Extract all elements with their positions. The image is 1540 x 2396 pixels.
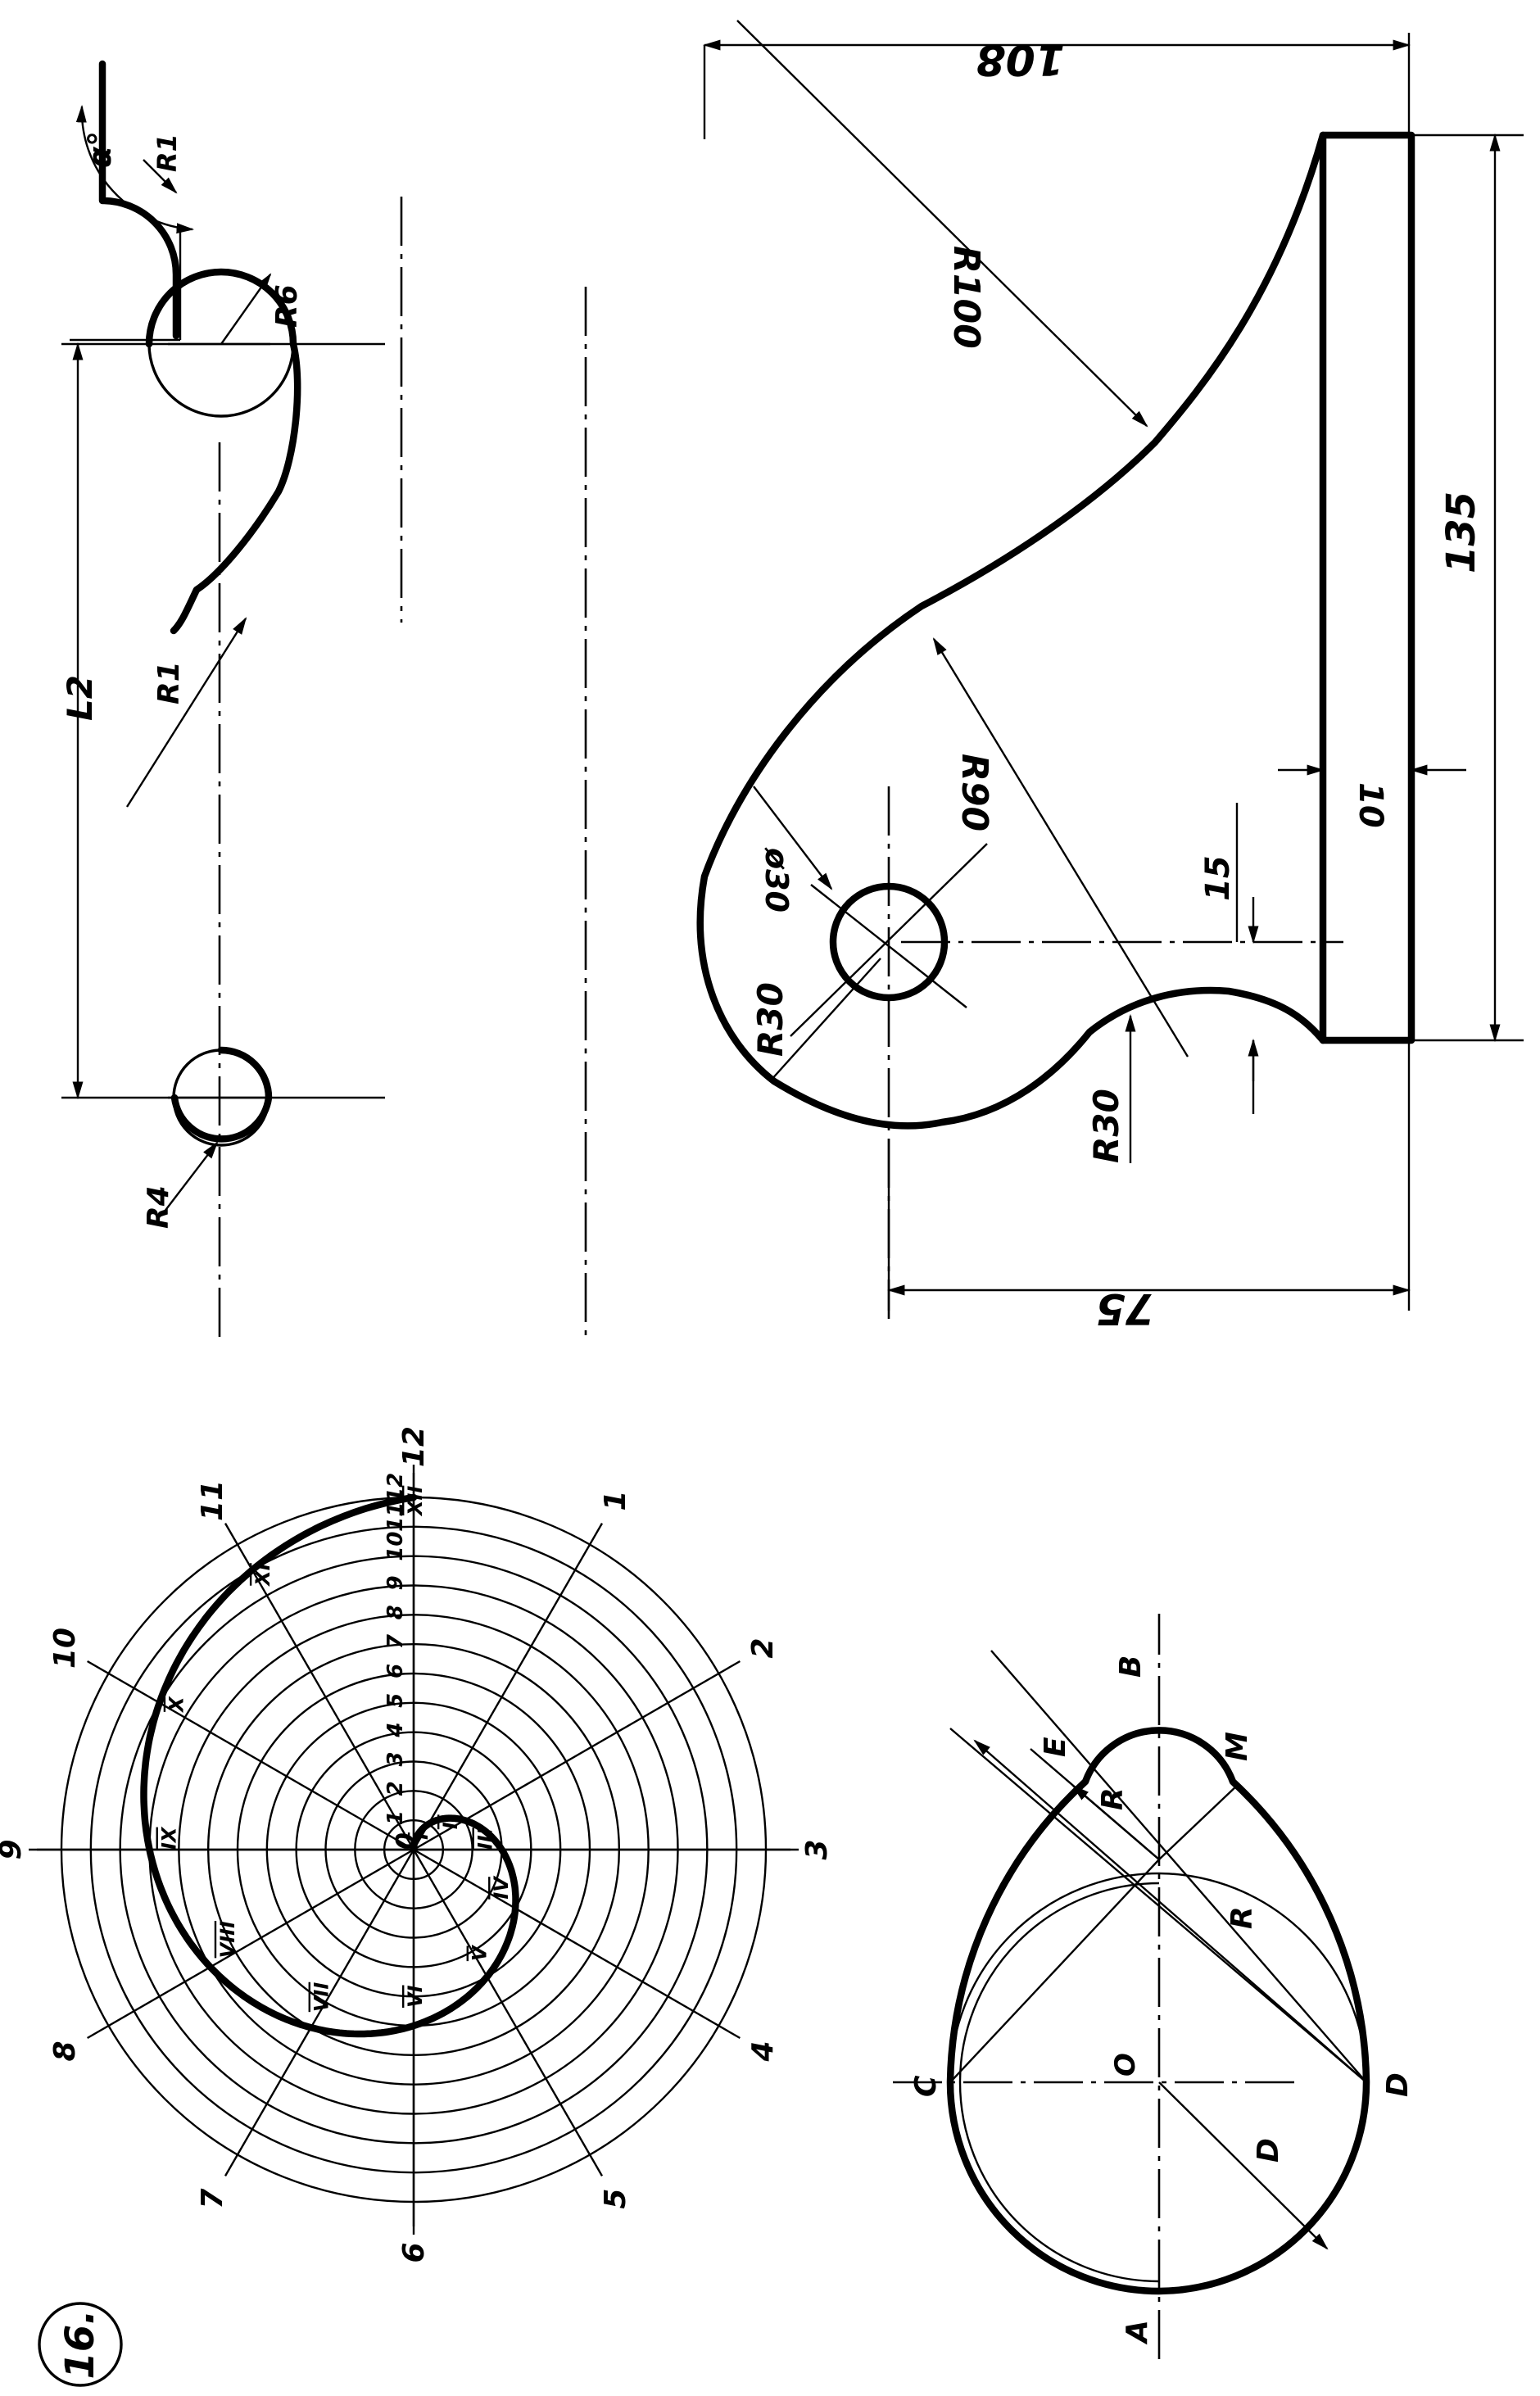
oval-label-b: B <box>1114 1655 1148 1678</box>
radius-r4-label: R4 <box>142 1185 175 1229</box>
spiral-ray <box>413 1848 741 2040</box>
spiral-point-label: IV <box>490 1875 513 1900</box>
bracket-part: 108 R100 135 10 ø30 R90 15 R30 R30 <box>696 20 1524 1333</box>
spiral-ray-label: 6 <box>397 2242 431 2262</box>
spiral-ray-label: 8 <box>48 2040 82 2061</box>
spiral-scale-label: 2 <box>383 1781 408 1796</box>
spiral-point-label: III <box>474 1828 497 1850</box>
spiral-ray-label: 9 <box>0 1839 28 1859</box>
oval-label-e: E <box>1039 1737 1072 1757</box>
oval-label-o: O <box>1109 2053 1142 2077</box>
spiral-ray-label: 11 <box>196 1480 229 1521</box>
spiral-scale-label: 3 <box>383 1751 408 1766</box>
spiral-ray <box>87 1660 414 1851</box>
spiral-point-label: II <box>439 1814 462 1829</box>
spiral-point-label: VI <box>404 1985 427 2008</box>
radius-r100-label: R100 <box>945 246 987 349</box>
base-plate <box>1319 131 1415 1044</box>
angle-alpha-label: α° <box>82 131 118 168</box>
spiral-scale-label: 1 <box>383 1810 408 1825</box>
spiral-point-label: XI <box>251 1563 274 1588</box>
dim-75-label: 75 <box>1096 1284 1155 1333</box>
part-outline <box>696 131 1327 1130</box>
dim-135-label: 135 <box>1438 491 1484 573</box>
spiral-point-label: X <box>165 1696 188 1714</box>
spiral-scale-label: 4 <box>383 1723 408 1738</box>
spiral-ray <box>412 1523 604 1850</box>
spiral-scale-label: 9 <box>383 1575 408 1590</box>
radius-r30-hole-label: R30 <box>750 982 790 1057</box>
dim-15-label: 15 <box>1199 855 1237 901</box>
oval-construction: A B C D E M O R R D <box>885 1614 1415 2359</box>
spiral-center-label: 0 <box>392 1832 420 1850</box>
spiral-point-label: XII <box>404 1486 427 1517</box>
spiral-ray <box>224 1849 415 2176</box>
spiral-scale-label: 11 <box>383 1502 408 1532</box>
two-circles-tangent: L2 R6 R1 R4 <box>60 197 587 1343</box>
spiral-curve <box>140 1493 519 2038</box>
oval-label-m: M <box>1221 1732 1254 1761</box>
spiral-ray-label: 7 <box>196 2189 229 2209</box>
spiral-point-label: IX <box>158 1826 181 1850</box>
spiral-scale-label: 6 <box>383 1664 408 1678</box>
spiral-scale-label: 7 <box>383 1633 408 1649</box>
spiral-scale-label: 12 <box>383 1473 408 1502</box>
spiral-scale-label: 10 <box>383 1531 408 1560</box>
spiral-scale-label: 5 <box>383 1693 408 1708</box>
angle-radius-label: R1 <box>152 134 183 172</box>
spiral-ray-label: 2 <box>746 1637 780 1658</box>
radius-r6-label: R6 <box>270 284 304 328</box>
spiral-point-label: VIII <box>216 1921 239 1958</box>
spiral-scale-label: 8 <box>383 1605 408 1619</box>
oval-outline <box>946 1727 1370 2295</box>
spiral-division-rays <box>29 1465 799 2235</box>
spiral-ray-label: 5 <box>599 2189 632 2209</box>
sheet-number-badge: 16. <box>38 2302 123 2387</box>
dim-108-label: 108 <box>976 34 1065 84</box>
oval-label-a: A <box>1121 2320 1154 2345</box>
spiral-ray-label: 12 <box>397 1426 431 1467</box>
dim-phi30-label: ø30 <box>759 847 795 913</box>
spiral-ray <box>87 1848 414 2040</box>
oval-radius-small-label: R <box>1096 1787 1130 1810</box>
spiral-ray-label: 4 <box>746 2040 780 2062</box>
spiral-ray-label: 1 <box>599 1490 632 1511</box>
dim-l2-label: L2 <box>60 675 100 721</box>
dim-10-label: 10 <box>1352 782 1389 828</box>
oval-label-d: D <box>1381 2072 1415 2097</box>
spiral-point-label: V <box>469 1944 491 1961</box>
oval-label-c: C <box>909 2075 943 2097</box>
spiral-point-label: I <box>410 1832 433 1840</box>
spiral-ray-label: 10 <box>48 1628 82 1669</box>
spiral-point-label: VII <box>310 1982 333 2013</box>
radius-r1-label: R1 <box>152 661 186 704</box>
spiral-ray <box>224 1523 415 1850</box>
oval-radius-d-label: D <box>1252 2138 1285 2163</box>
spiral-ray-label: 3 <box>800 1839 834 1859</box>
sheet-number-label: 16. <box>57 2309 103 2379</box>
angle-fillet-detail: α° R1 <box>70 60 195 342</box>
radius-r30-fillet-label: R30 <box>1086 1089 1126 1163</box>
spiral-ray <box>412 1849 604 2176</box>
radius-r90-label: R90 <box>953 754 995 831</box>
oval-radius-big-label: R <box>1225 1906 1259 1929</box>
